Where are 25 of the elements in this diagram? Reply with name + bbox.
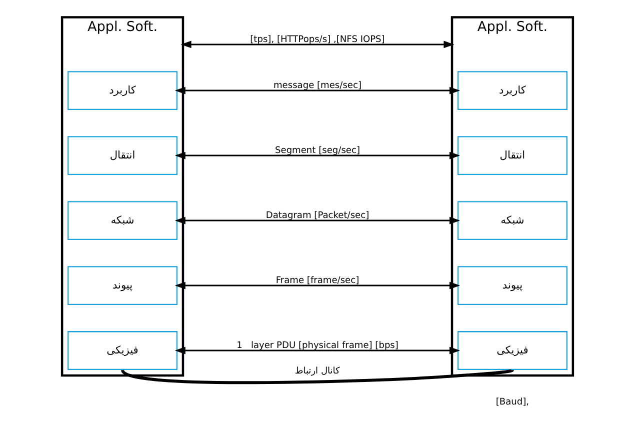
- arrow: [174, 86, 460, 94]
- arrow: [174, 216, 460, 224]
- label: [Baud],: [496, 397, 530, 408]
- arrow: [180, 40, 454, 48]
- node-box: شبکه: [68, 201, 178, 240]
- arrow: [174, 152, 460, 160]
- node-box: انتقال: [458, 136, 568, 175]
- edge-label: [tps], [HTTPops/s] ,[NFS IOPS]: [250, 34, 385, 45]
- arrow: [174, 346, 460, 354]
- edge-label: کانال ارتباط: [294, 366, 340, 377]
- connector: [121, 368, 513, 384]
- node-box: پیوند: [458, 266, 568, 305]
- node-box: انتقال: [68, 136, 178, 175]
- node-box: فیزیکی: [458, 331, 568, 370]
- arrow: [174, 282, 460, 290]
- node-box: کاربرد: [68, 71, 178, 110]
- node-box: کاربرد: [458, 71, 568, 110]
- node-box: شبکه: [458, 201, 568, 240]
- edge-label: message [mes/sec]: [274, 80, 362, 91]
- edge-label: Datagram [Packet/sec]: [266, 210, 370, 221]
- node-box: پیوند: [68, 266, 178, 305]
- node-box: فیزیکی: [68, 331, 178, 370]
- edge-label: Segment [seg/sec]: [275, 146, 360, 156]
- edge-label: 1 layer PDU [physical frame] [bps]: [236, 340, 398, 351]
- edge-label: Frame [frame/sec]: [276, 276, 360, 286]
